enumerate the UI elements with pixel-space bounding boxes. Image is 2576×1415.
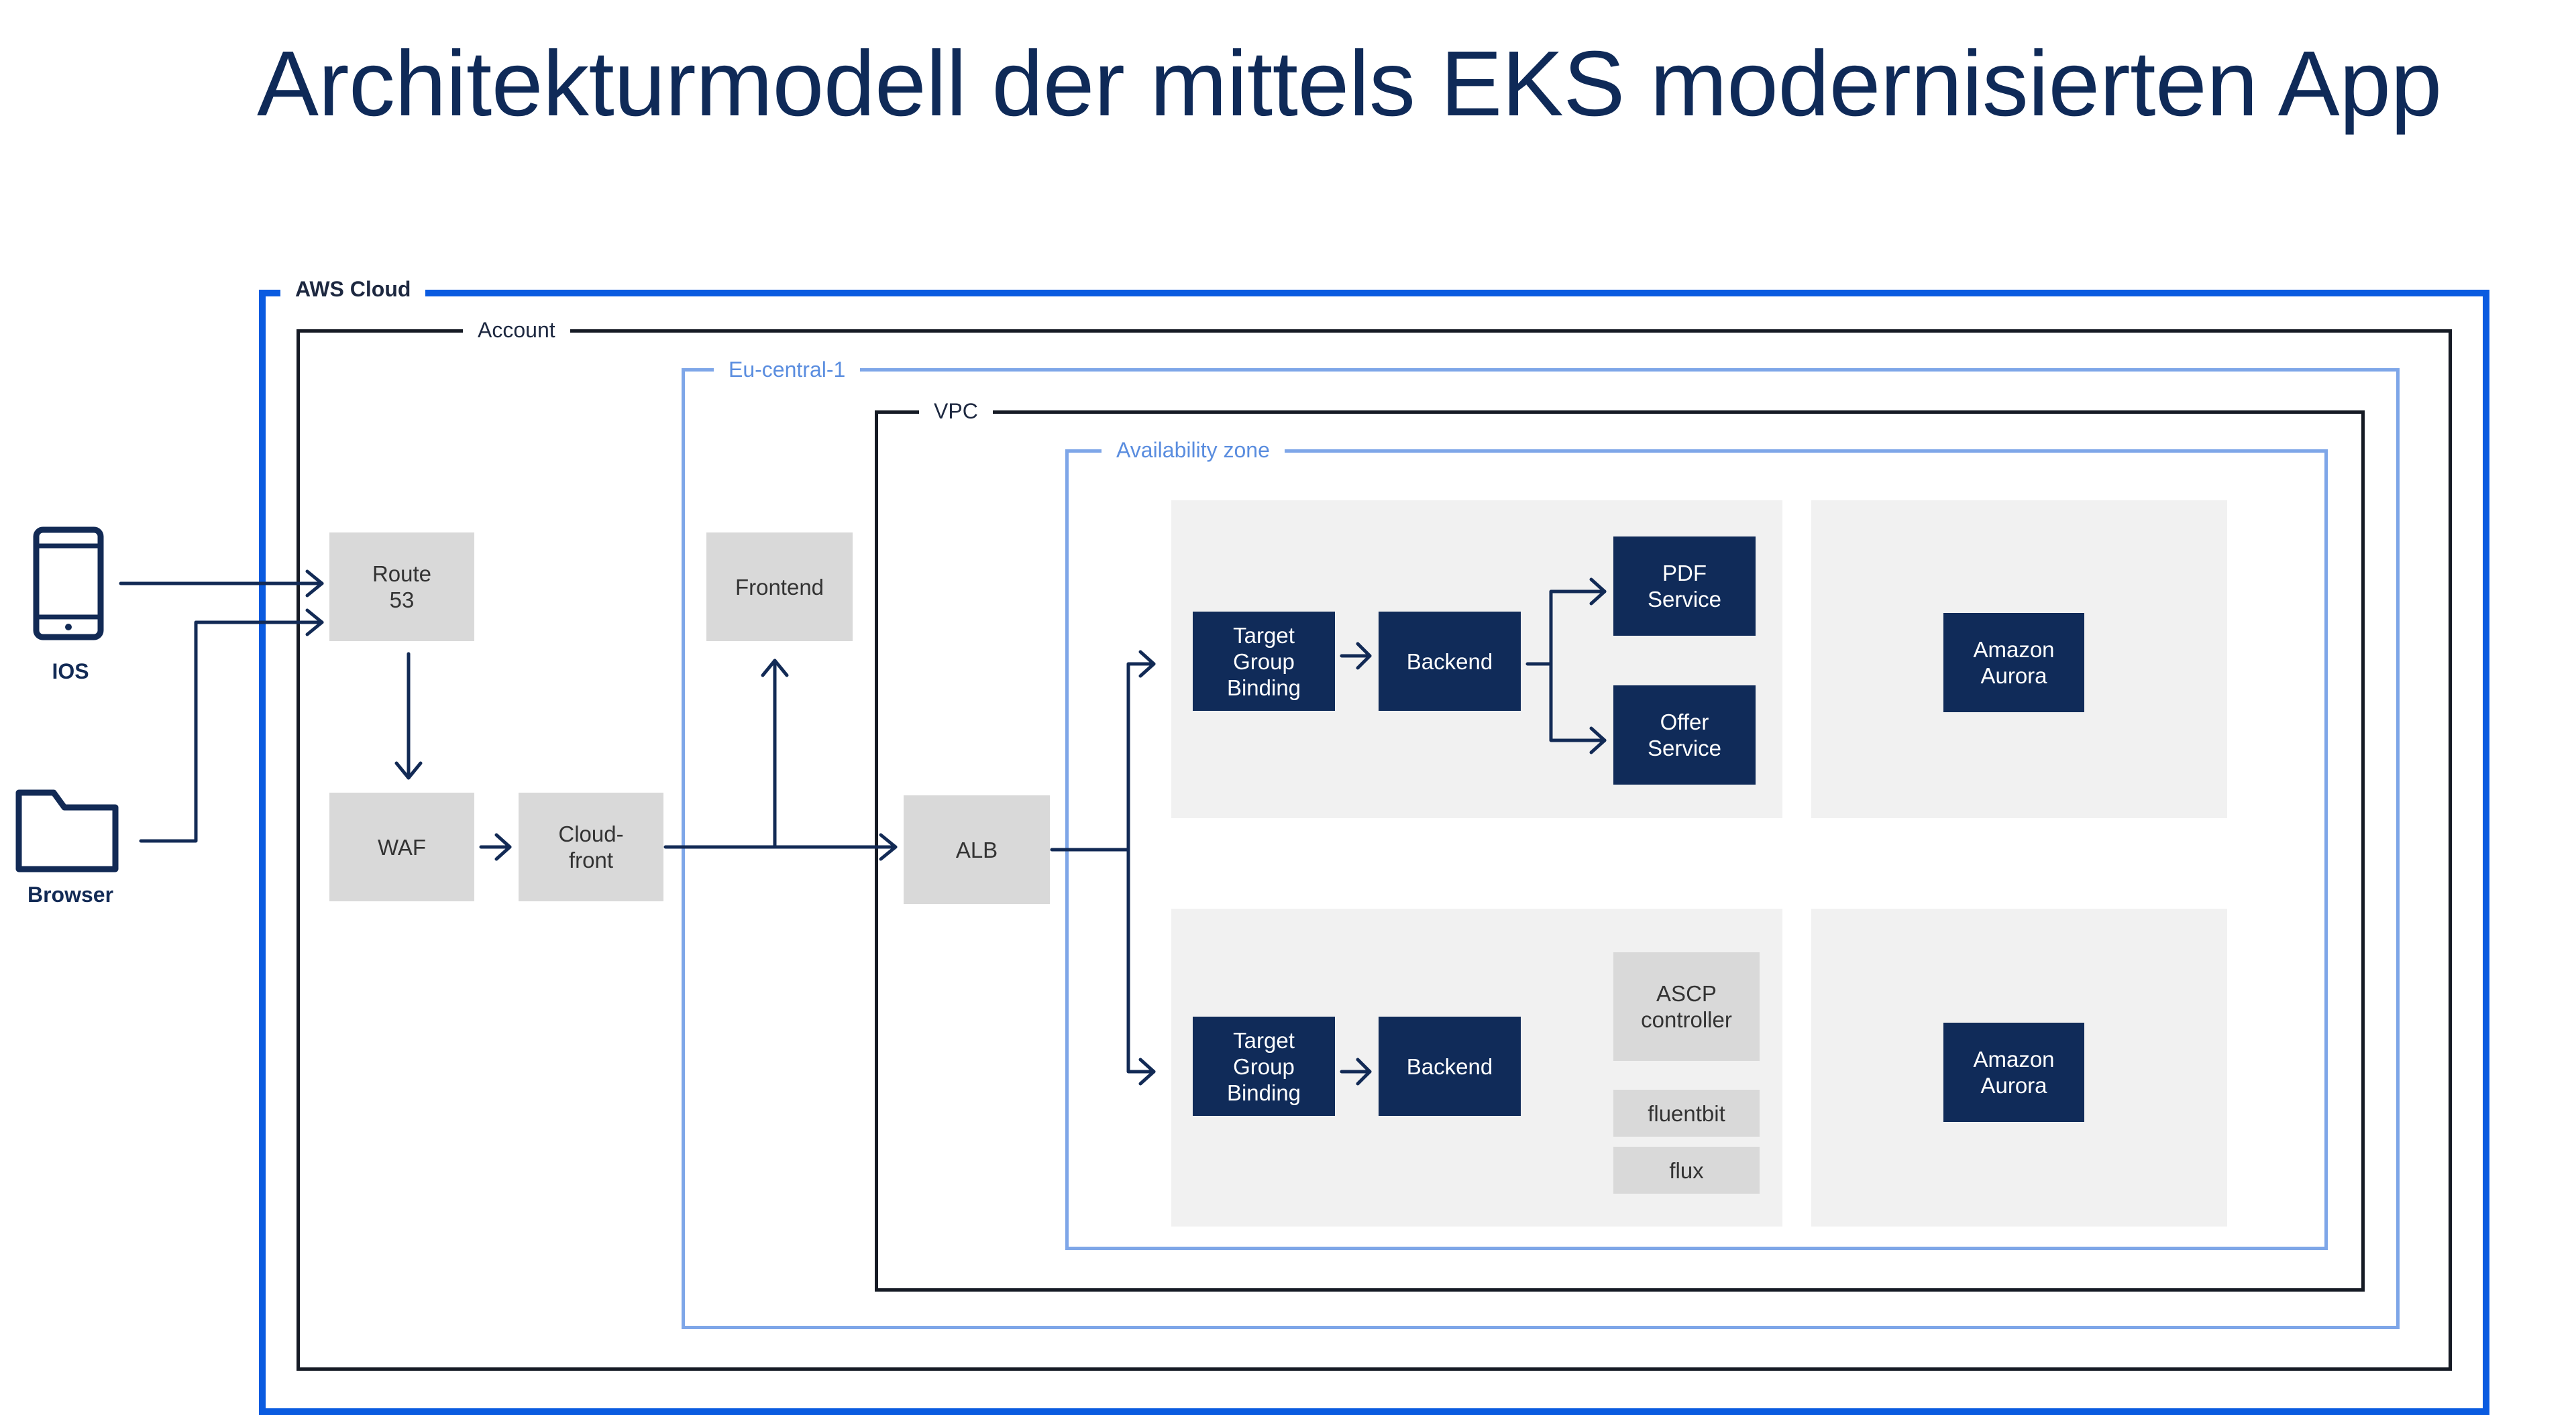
ascp-controller-label: ASCP controller: [1641, 981, 1732, 1032]
ios-label: IOS: [52, 659, 89, 683]
alb-node[interactable]: ALB: [904, 795, 1050, 904]
fluentbit-label: fluentbit: [1648, 1100, 1725, 1126]
vpc-frame: [875, 410, 2365, 1292]
aurora-top-node[interactable]: Amazon Aurora: [1943, 613, 2084, 712]
browser-client[interactable]: [13, 785, 121, 885]
arrowhead-tgb-backend-top: [1356, 642, 1372, 670]
arrowhead-alb-tgb-top: [1138, 650, 1156, 678]
pdf-service-label: PDF Service: [1647, 561, 1722, 612]
flux-label: flux: [1669, 1157, 1704, 1183]
pdf-service-node[interactable]: PDF Service: [1613, 536, 1756, 636]
account-label: Account: [463, 317, 570, 343]
target-group-binding-bottom-node[interactable]: Target Group Binding: [1193, 1017, 1335, 1116]
alb-label: ALB: [955, 837, 998, 862]
target-group-binding-bottom-label: Target Group Binding: [1226, 1027, 1301, 1105]
folder-icon: [15, 789, 119, 872]
arrowhead-backend-pdf: [1589, 577, 1607, 606]
waf-label: WAF: [377, 834, 427, 860]
browser-label: Browser: [27, 883, 114, 907]
offer-service-label: Offer Service: [1647, 710, 1722, 760]
frontend-node[interactable]: Frontend: [706, 532, 853, 641]
tablet-icon: [33, 526, 104, 640]
cloudfront-node[interactable]: Cloud- front: [519, 793, 663, 901]
arrowhead-tgb-backend-bottom: [1356, 1058, 1372, 1086]
arrowhead-cloudfront-frontend: [761, 659, 789, 677]
frontend-label: Frontend: [735, 574, 824, 600]
backend-bottom-label: Backend: [1406, 1054, 1493, 1079]
waf-node[interactable]: WAF: [329, 793, 474, 901]
fluentbit-node[interactable]: fluentbit: [1613, 1090, 1760, 1137]
edge-alb-tgb-top: [1126, 662, 1156, 852]
arrowhead-route53-waf: [394, 761, 423, 780]
aurora-bottom-node[interactable]: Amazon Aurora: [1943, 1023, 2084, 1122]
arrowhead-backend-offer: [1589, 726, 1607, 754]
backend-bottom-node[interactable]: Backend: [1379, 1017, 1521, 1116]
vpc-label: VPC: [919, 398, 993, 424]
arrowhead-ios-route53: [305, 569, 324, 598]
ios-client[interactable]: [27, 523, 114, 684]
arrowhead-cloudfront-alb: [879, 833, 898, 861]
backend-top-label: Backend: [1406, 648, 1493, 674]
arrowhead-alb-tgb-bottom: [1138, 1058, 1156, 1086]
aws-cloud-label: AWS Cloud: [280, 276, 426, 302]
edge-alb-tgb-bottom: [1126, 848, 1156, 1074]
region-label: Eu-central-1: [714, 356, 861, 383]
backend-top-node[interactable]: Backend: [1379, 612, 1521, 711]
target-group-binding-top-label: Target Group Binding: [1226, 622, 1301, 700]
edge-backend-offer: [1549, 662, 1607, 742]
route53-label: Route 53: [372, 561, 432, 612]
arrowhead-waf-cloudfront: [494, 833, 512, 861]
edge-backend-pdf: [1549, 589, 1607, 666]
edge-browser-route53: [139, 620, 324, 843]
cloudfront-label: Cloud- front: [558, 822, 624, 872]
aurora-top-label: Amazon Aurora: [1973, 637, 2055, 688]
flux-node[interactable]: flux: [1613, 1147, 1760, 1194]
offer-service-node[interactable]: Offer Service: [1613, 685, 1756, 785]
target-group-binding-top-node[interactable]: Target Group Binding: [1193, 612, 1335, 711]
arrowhead-browser-route53: [305, 608, 324, 636]
availability-zone-label: Availability zone: [1102, 437, 1285, 463]
ascp-controller-node[interactable]: ASCP controller: [1613, 952, 1760, 1061]
route53-node[interactable]: Route 53: [329, 532, 474, 641]
page-title: Architekturmodell der mittels EKS modern…: [257, 32, 2442, 135]
aurora-bottom-label: Amazon Aurora: [1973, 1047, 2055, 1098]
account-frame: [297, 329, 2452, 1371]
